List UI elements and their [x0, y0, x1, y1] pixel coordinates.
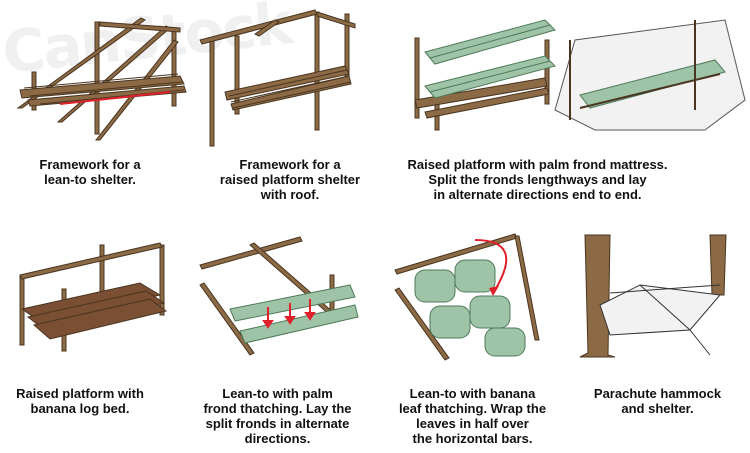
- caption-lean-to-frame: Framework for a lean-to shelter.: [39, 157, 141, 187]
- caption-raised-platform-roof: Framework for a raised platform shelter …: [219, 157, 361, 202]
- banana-leaf-thatching-illustration: [394, 233, 540, 361]
- caption-palm-frond-thatching: Lean-to with palm frond thatching. Lay t…: [203, 386, 352, 446]
- caption-banana-log-bed: Raised platform with banana log bed.: [16, 386, 144, 416]
- palm-frond-mattress-illustration: [414, 19, 746, 131]
- caption-banana-leaf-thatching: Lean-to with banana leaf thatching. Wrap…: [398, 386, 547, 446]
- caption-parachute-hammock: Parachute hammock and shelter.: [593, 386, 722, 416]
- palm-frond-thatching-illustration: [199, 236, 359, 356]
- caption-palm-frond-mattress: Raised platform with palm frond mattress…: [407, 157, 668, 202]
- parachute-hammock-illustration: [579, 234, 727, 358]
- lean-to-frame-illustration: [16, 17, 187, 141]
- raised-platform-roof-illustration: [199, 9, 356, 147]
- banana-log-bed-illustration: [19, 242, 168, 352]
